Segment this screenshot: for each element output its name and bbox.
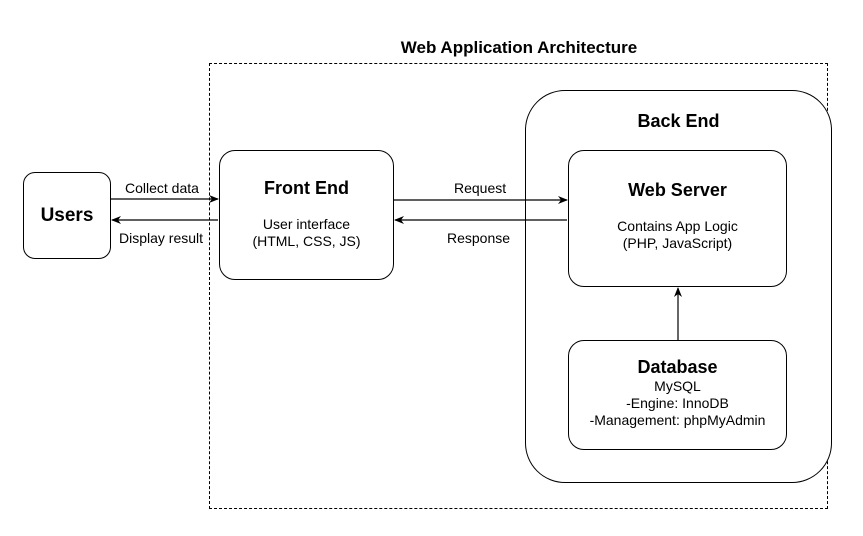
request-label: Request: [454, 180, 507, 196]
database-title: Database: [637, 357, 718, 377]
response-label: Response: [447, 230, 511, 246]
database-node: Database MySQL -Engine: InnoDB -Manageme…: [568, 340, 787, 450]
database-desc-line3: -Management: phpMyAdmin: [589, 412, 766, 428]
frontend-desc-line2: (HTML, CSS, JS): [252, 233, 361, 249]
frontend-title: Front End: [264, 178, 349, 198]
collect-data-label: Collect data: [125, 180, 199, 196]
frontend-desc-line1: User interface: [262, 216, 351, 232]
database-desc-line1: MySQL: [654, 378, 701, 394]
webserver-desc-line2: (PHP, JavaScript): [622, 235, 733, 251]
users-node: Users: [23, 172, 111, 259]
webserver-node: Web Server Contains App Logic (PHP, Java…: [568, 150, 787, 287]
database-desc-line2: -Engine: InnoDB: [626, 395, 729, 411]
webserver-title: Web Server: [628, 180, 727, 200]
users-label: Users: [40, 204, 94, 226]
diagram-title: Web Application Architecture: [400, 38, 638, 57]
frontend-node: Front End User interface (HTML, CSS, JS): [219, 150, 394, 280]
webserver-desc-line1: Contains App Logic: [617, 218, 738, 234]
backend-title: Back End: [637, 111, 720, 131]
display-result-label: Display result: [119, 230, 204, 246]
